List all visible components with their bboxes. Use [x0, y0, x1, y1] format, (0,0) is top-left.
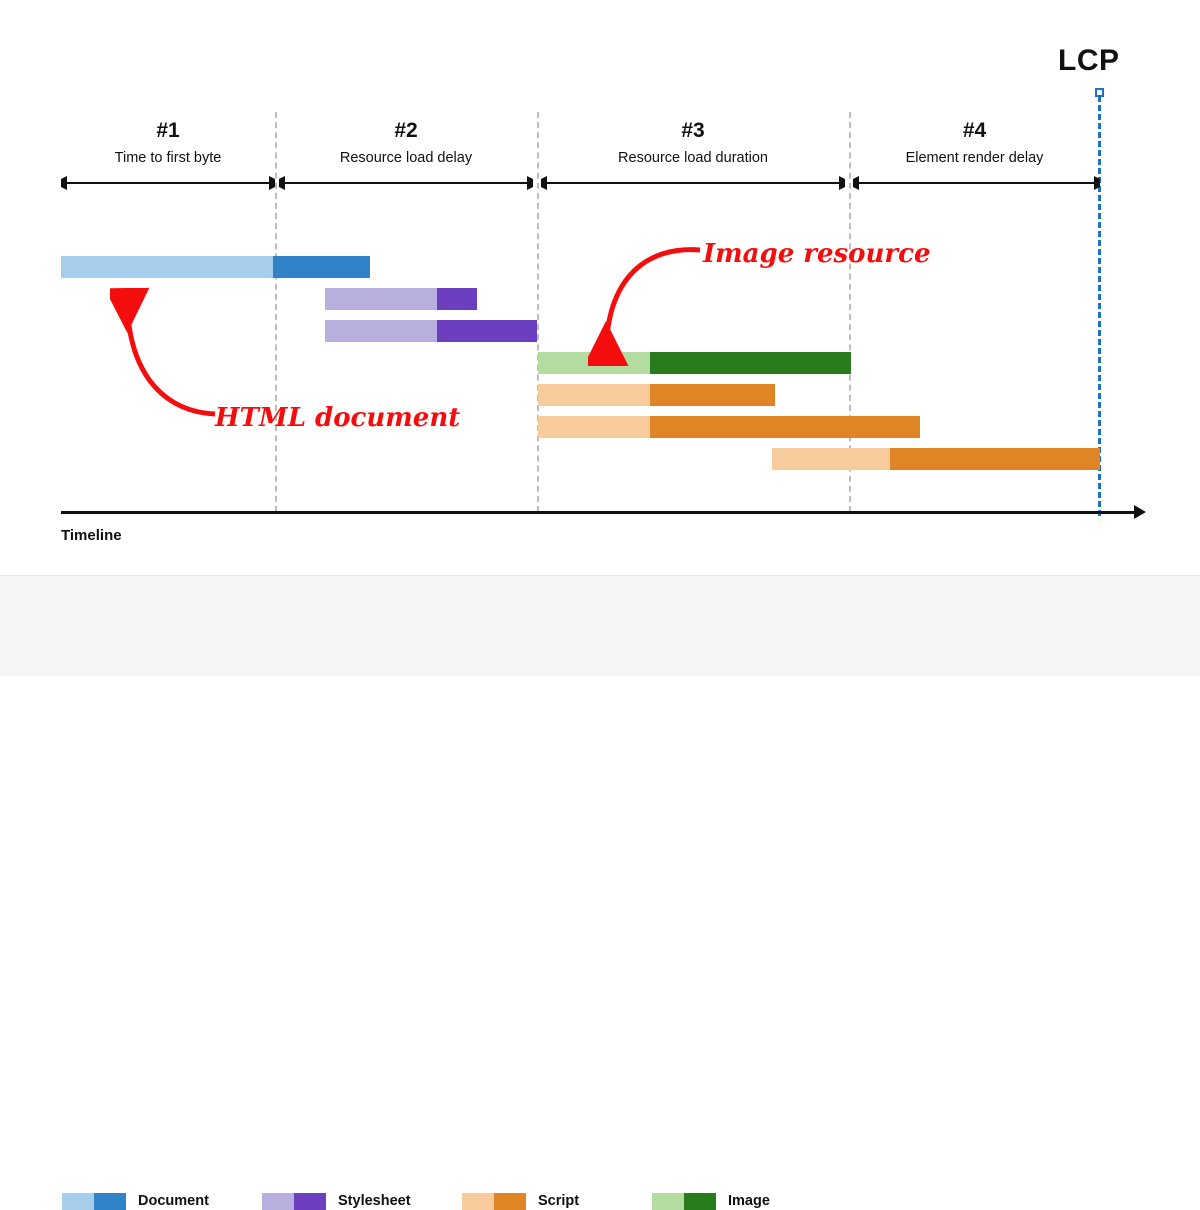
bar-segment-dark: [273, 256, 370, 278]
bar-segment-dark: [437, 320, 537, 342]
phase-3: #3 Resource load duration: [537, 118, 849, 168]
phase-4-number: #4: [962, 119, 987, 142]
timeline-axis-line: [61, 511, 1143, 514]
lcp-vertical-line: [1098, 96, 1101, 516]
legend-item-stylesheet: Stylesheet: [262, 1192, 411, 1210]
legend-band: Document Stylesheet Script Image: [0, 575, 1200, 1210]
legend-label-document: Document: [138, 1193, 209, 1209]
bar-segment-dark: [650, 384, 775, 406]
phase-4-span-arrow-icon: [853, 176, 1100, 190]
legend-swatch-light: [62, 1192, 94, 1210]
waterfall-bar-script-2: [538, 416, 920, 438]
phase-3-description: Resource load duration: [618, 150, 768, 166]
bar-segment-dark: [437, 288, 477, 310]
timeline-axis-label: Timeline: [61, 527, 122, 544]
phase-2-description: Resource load delay: [339, 150, 473, 166]
legend-swatch-stylesheet: [262, 1192, 326, 1210]
bar-segment-dark: [650, 416, 920, 438]
phase-divider-3: [849, 112, 851, 512]
annotation-image-resource: Image resource: [703, 239, 931, 269]
phase-3-span-arrow-icon: [541, 176, 845, 190]
waterfall-bar-stylesheet-1: [325, 288, 477, 310]
legend-item-document: Document: [62, 1192, 209, 1210]
waterfall-bar-script-1: [538, 384, 775, 406]
bar-segment-light: [538, 384, 650, 406]
legend-label-script: Script: [538, 1193, 580, 1209]
bar-segment-light: [61, 256, 273, 278]
phase-divider-1: [275, 112, 277, 512]
phase-1-span-arrow-icon: [61, 176, 275, 190]
legend-swatch-light: [462, 1192, 494, 1210]
legend-swatch-light: [262, 1192, 294, 1210]
legend-label-image: Image: [728, 1193, 770, 1209]
legend-swatch-dark: [94, 1192, 126, 1210]
phase-3-number: #3: [681, 119, 705, 142]
legend-swatch-light: [652, 1192, 684, 1210]
phase-2-number: #2: [394, 119, 418, 142]
lcp-waterfall-diagram: LCP #1 Time to first byte #2 Resource lo…: [0, 44, 1200, 1210]
legend-swatch-document: [62, 1192, 126, 1210]
lcp-label: LCP: [1058, 44, 1120, 77]
legend-swatch-image: [652, 1192, 716, 1210]
axis-arrow-right-icon: [1134, 505, 1146, 519]
waterfall-bar-document: [61, 256, 370, 278]
phase-1-number: #1: [156, 119, 180, 142]
legend-swatch-dark: [684, 1192, 716, 1210]
annotation-html-document: HTML document: [215, 403, 461, 433]
curved-arrow-down-left-icon: [588, 247, 701, 367]
phase-divider-2: [537, 112, 539, 512]
legend-item-image: Image: [652, 1192, 770, 1210]
bar-segment-light: [538, 416, 650, 438]
phase-4: #4 Element render delay: [849, 118, 1100, 168]
bar-segment-dark: [890, 448, 1100, 470]
legend-swatch-dark: [294, 1192, 326, 1210]
bar-segment-dark: [650, 352, 851, 374]
phase-4-description: Element render delay: [905, 150, 1044, 166]
curved-arrow-up-left-icon: [110, 287, 216, 417]
phase-1-description: Time to first byte: [114, 150, 222, 166]
legend-swatch-dark: [494, 1192, 526, 1210]
waterfall-bar-stylesheet-2: [325, 320, 537, 342]
legend-swatch-script: [462, 1192, 526, 1210]
legend-item-script: Script: [462, 1192, 579, 1210]
phase-1: #1 Time to first byte: [61, 118, 275, 168]
phase-2-span-arrow-icon: [279, 176, 533, 190]
bar-segment-light: [325, 320, 437, 342]
phase-2: #2 Resource load delay: [275, 118, 537, 168]
bar-segment-light: [325, 288, 437, 310]
waterfall-bar-script-3: [772, 448, 1100, 470]
legend-label-stylesheet: Stylesheet: [338, 1193, 411, 1209]
bar-segment-light: [772, 448, 890, 470]
